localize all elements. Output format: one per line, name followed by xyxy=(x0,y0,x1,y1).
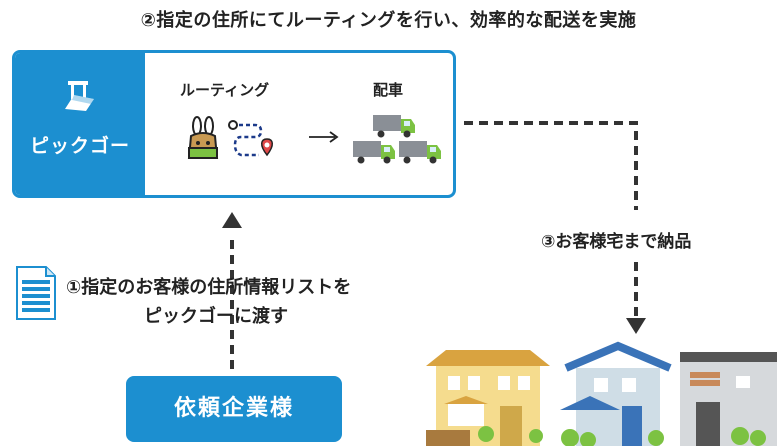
pickgo-brand-block: ピックゴー xyxy=(15,53,145,195)
step1-line1: ①指定のお客様の住所情報リストを xyxy=(66,277,352,298)
client-company-button[interactable]: 依頼企業様 xyxy=(126,376,342,442)
diagram-title: ②指定の住所にてルーティングを行い、効率的な配送を実施 xyxy=(140,10,637,31)
house-icon xyxy=(560,341,672,446)
step1-line2: ピックゴーに渡す xyxy=(144,306,288,327)
pickgo-logo-icon xyxy=(65,81,94,111)
arrow-right-icon xyxy=(309,131,339,143)
route-icon xyxy=(228,120,273,157)
pickgo-panel: ピックゴー ルーティング 配車 xyxy=(12,50,456,198)
document-icon xyxy=(16,266,56,320)
truck-icon xyxy=(399,141,441,164)
dispatch-label: 配車 xyxy=(373,81,404,99)
bag-icon xyxy=(187,116,219,159)
brand-name: ピックゴー xyxy=(29,135,130,157)
step3-label: ③お客様宅まで納品 xyxy=(541,232,692,252)
house-icon xyxy=(426,350,550,446)
routing-label: ルーティング xyxy=(180,81,270,99)
truck-icon xyxy=(373,115,415,138)
house-icon xyxy=(680,352,777,446)
truck-icon xyxy=(353,141,395,164)
